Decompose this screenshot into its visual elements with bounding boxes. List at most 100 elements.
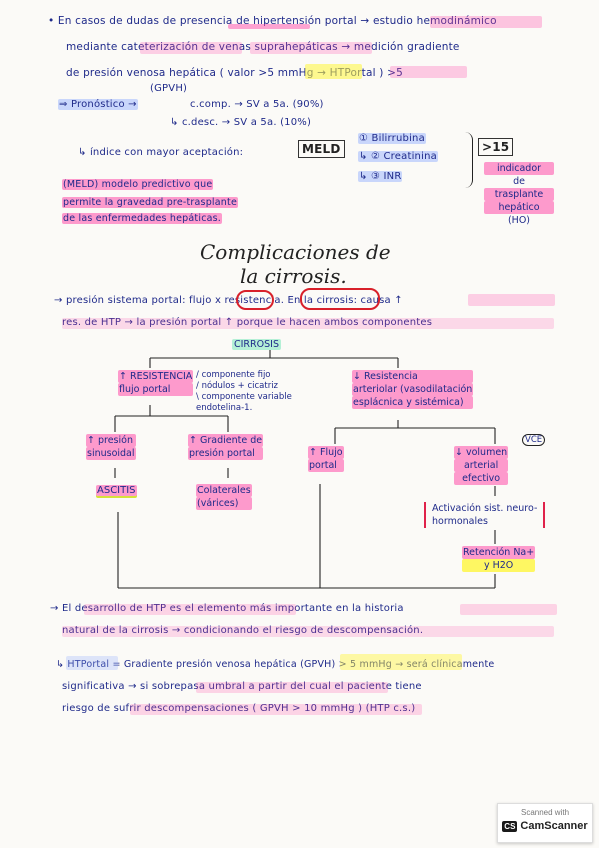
tree-ll2: ASCITIS [96,484,137,497]
left-parent-2: flujo portal [118,383,194,396]
p1-line1-text: • En casos de dudas de presencia de hipe… [48,15,497,27]
left-note-2: / nódulos + cicatriz [196,381,279,391]
transplant-indicator: indicador de trasplante hepático (HO) [484,162,554,227]
meld-item-3: ↳ ③ INR [358,170,403,184]
highlight-mark [460,604,557,615]
vce-text: VCE [522,434,546,446]
lr2-line-2: (várices) [196,497,252,510]
prognosis-decomp-text: ↳ c.desc. → SV a 5a. (10%) [170,117,312,128]
indic-line-3: trasplante [484,188,554,201]
rl1-line-2: portal [308,459,344,472]
tree-left-notes: / componente fijo / nódulos + cicatriz \… [196,370,292,414]
highlight-mark [130,704,422,715]
left-parent-1: ↑ RESISTENCIA [118,370,194,383]
vce-label: VCE [522,434,546,447]
gpvh-text: (GPVH) [150,83,188,94]
indic-note: (HO) [507,215,531,226]
p3-line1: → El desarrollo de HTP es el elemento má… [50,602,404,616]
meld-text: MELD [298,140,345,158]
meld-desc-2-text: permite la gravedad pre-trasplante [62,197,238,208]
rr2-line-2: hormonales [432,516,488,527]
highlight-mark [62,626,554,637]
p3-line5: riesgo de sufrir descompensaciones ( GPV… [62,702,415,716]
tree-right-parent: ↓ Resistencia arteriolar (vasodilatación… [352,370,474,409]
p3-line3: ↳ HTPortal = Gradiente presión venosa he… [56,658,494,672]
p3-line1-text: → El desarrollo de HTP es el elemento má… [50,603,404,614]
meld-item-3-text: ↳ ③ INR [358,171,403,182]
p2-line1-text: → presión sistema portal: flujo x resist… [54,295,403,306]
section-title-2: la cirrosis. [240,264,347,288]
highlight-mark [305,64,362,79]
indic-line-2: de [513,176,525,187]
p3-line5-text: riesgo de sufrir descompensaciones ( GPV… [62,703,416,714]
highlight-mark [430,16,542,28]
left-note-3: \ componente variable [196,392,292,402]
highlight-mark [340,654,462,670]
rr3-line-1: Retención Na+ [462,546,536,559]
tree-rr3: Retención Na+ y H2O [462,546,536,572]
circle-mark [236,290,274,310]
scanner-brand-text: CamScanner [520,820,588,832]
rr1-line-2: arterial [454,459,509,472]
meld-threshold-text: >15 [478,138,514,156]
highlight-mark [390,66,467,78]
tree-rl1: ↑ Flujo portal [308,446,344,472]
circle-mark [300,288,380,310]
camscanner-logo-icon: CS [502,820,518,832]
meld-desc-2: permite la gravedad pre-trasplante [62,196,238,210]
rr1-line-1: ↓ volumen [454,446,509,459]
highlight-mark [468,294,555,306]
p2-line1: → presión sistema portal: flujo x resist… [54,294,403,308]
tree-rr1: ↓ volumen arterial efectivo [454,446,509,485]
brace [464,132,473,188]
p3-line4: significativa → si sobrepasa umbral a pa… [62,680,422,694]
rr1-line-3: efectivo [454,472,509,485]
lr2-line-1: Colaterales [196,484,252,497]
ll1-line-2: sinusoidal [86,447,136,460]
highlight-mark [196,682,388,693]
tree-ll1: ↑ presión sinusoidal [86,434,136,460]
highlight-mark [250,42,372,54]
meld-desc-1-text: (MELD) modelo predictivo que [62,179,214,190]
rl1-line-1: ↑ Flujo [308,446,344,459]
rr3-line-2: y H2O [462,559,536,572]
tree-lr1: ↑ Gradiente de presión portal [188,434,264,460]
tree-root-text: CIRROSIS [232,339,281,350]
rr2-line-1: Activación sist. neuro- [432,503,538,514]
lr1-line-2: presión portal [188,447,264,460]
left-note-4: endotelina-1. [196,403,253,413]
p1-line1: • En casos de dudas de presencia de hipe… [48,14,497,28]
scanner-top-text: Scanned with [520,808,570,817]
prognosis-label-text: ⇒ Pronóstico → [58,99,138,110]
tree-root: CIRROSIS [232,338,281,351]
p3-line3-text: ↳ HTPortal = Gradiente presión venosa he… [56,659,495,670]
meld-desc-1: (MELD) modelo predictivo que [62,178,214,192]
section-title-1: Complicaciones de [200,240,391,264]
meld-desc-3-text: de las enfermedades hepáticas. [62,213,223,224]
tree-rr2: Activación sist. neuro- hormonales [424,502,546,528]
meld-desc-3: de las enfermedades hepáticas. [62,212,223,226]
right-parent-2: arteriolar (vasodilatación [352,383,474,396]
gpvh-label: (GPVH) [150,82,187,96]
meld-item-1: ① Bilirrubina [358,132,426,146]
highlight-mark [228,24,310,29]
highlight-mark [84,604,296,615]
meld-threshold: >15 [478,138,514,156]
right-parent-1: ↓ Resistencia [352,370,474,383]
p3-line2-text: natural de la cirrosis → condicionando e… [62,625,424,636]
prognosis-index-text: ↳ índice con mayor aceptación: [78,147,244,158]
p2-line2: res. de HTP → la presión portal ↑ porque… [62,316,432,330]
ascites-text: ASCITIS [96,485,137,496]
p3-line2: natural de la cirrosis → condicionando e… [62,624,423,638]
meld-item-2: ↳ ② Creatinina [358,150,438,164]
lr1-line-1: ↑ Gradiente de [188,434,264,447]
prognosis-comp-text: c.comp. → SV a 5a. (90%) [190,99,324,110]
p3-line4-text: significativa → si sobrepasa umbral a pa… [62,681,422,692]
tree-lr2: Colaterales (várices) [196,484,252,510]
prognosis-label: ⇒ Pronóstico → [58,98,138,112]
p2-line2-text: res. de HTP → la presión portal ↑ porque… [62,317,433,328]
ll1-line-1: ↑ presión [86,434,136,447]
meld-label: MELD [298,140,345,158]
